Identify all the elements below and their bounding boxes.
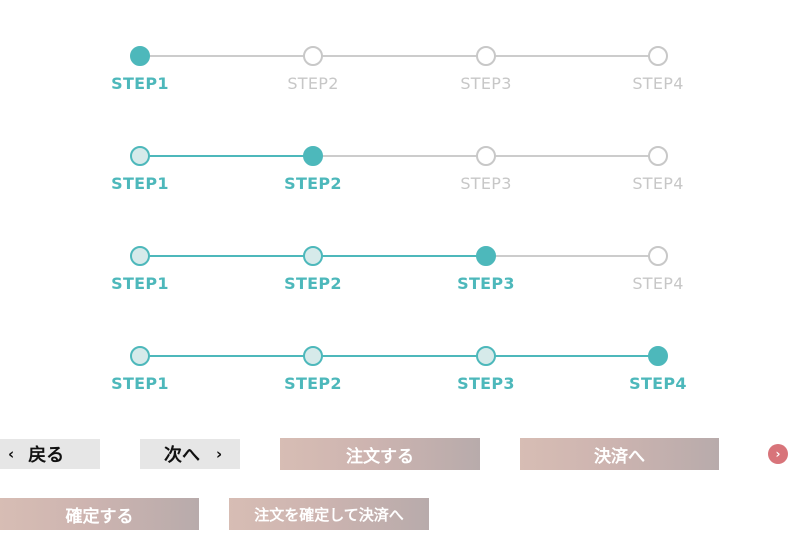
step-indicator-pending (303, 46, 323, 66)
step-indicator-current (648, 346, 668, 366)
step-indicator-pending (476, 146, 496, 166)
confirm-order-pay-button-label: 注文を確定して決済へ (254, 505, 404, 524)
order-button-label: 注文する (346, 446, 414, 467)
step-label: STEP3 (460, 74, 512, 93)
step-label: STEP3 (460, 174, 512, 193)
step-indicator-completed (476, 346, 496, 366)
step-label: STEP4 (629, 374, 687, 393)
confirm-button-label: 確定する (65, 506, 134, 527)
stepper-connector-line (140, 55, 313, 57)
step-indicator-current (130, 46, 150, 66)
step-indicator-current (303, 146, 323, 166)
confirm-order-pay-button[interactable]: 注文を確定して決済へ (229, 498, 429, 530)
step-label: STEP3 (457, 374, 515, 393)
step-label: STEP2 (284, 374, 342, 393)
confirm-button[interactable]: 確定する (0, 498, 199, 530)
stepper-1: STEP1 STEP2 STEP3 STEP4 (0, 42, 800, 102)
stepper-connector-line (313, 255, 486, 257)
step-label: STEP1 (111, 74, 169, 93)
step-indicator-completed (130, 346, 150, 366)
stepper-connector-line (313, 55, 486, 57)
step-indicator-completed (130, 246, 150, 266)
step-indicator-pending (648, 146, 668, 166)
to-payment-button-label: 決済へ (594, 446, 645, 467)
step-indicator-pending (648, 46, 668, 66)
stepper-connector-line (313, 355, 486, 357)
step-indicator-pending (648, 246, 668, 266)
stepper-connector-line (140, 355, 313, 357)
stepper-4: STEP1 STEP2 STEP3 STEP4 (0, 342, 800, 402)
stepper-connector-line (313, 155, 486, 157)
step-indicator-completed (303, 346, 323, 366)
next-button[interactable]: 次へ › (140, 439, 240, 469)
step-label: STEP2 (284, 174, 342, 193)
back-button[interactable]: ‹ 戻る (0, 439, 100, 469)
step-indicator-pending (476, 46, 496, 66)
stepper-connector-line (486, 155, 658, 157)
step-label: STEP2 (287, 74, 339, 93)
stepper-3: STEP1 STEP2 STEP3 STEP4 (0, 242, 800, 302)
step-label: STEP4 (632, 74, 684, 93)
chevron-left-icon: ‹ (8, 445, 15, 463)
chevron-right-icon: › (775, 447, 781, 461)
step-label: STEP1 (111, 374, 169, 393)
chevron-right-icon: › (216, 445, 223, 463)
step-indicator-completed (303, 246, 323, 266)
step-label: STEP4 (632, 274, 684, 293)
stepper-connector-line (140, 155, 313, 157)
back-button-label: 戻る (28, 445, 65, 466)
next-circle-button[interactable]: › (768, 444, 788, 464)
step-label: STEP3 (457, 274, 515, 293)
step-indicator-completed (130, 146, 150, 166)
next-button-label: 次へ (164, 445, 200, 466)
stepper-connector-line (486, 255, 658, 257)
stepper-2: STEP1 STEP2 STEP3 STEP4 (0, 142, 800, 202)
order-button[interactable]: 注文する (280, 438, 480, 470)
stepper-connector-line (486, 55, 658, 57)
stepper-connector-line (486, 355, 658, 357)
to-payment-button[interactable]: 決済へ (520, 438, 719, 470)
stepper-connector-line (140, 255, 313, 257)
step-label: STEP1 (111, 174, 169, 193)
step-label: STEP2 (284, 274, 342, 293)
step-label: STEP4 (632, 174, 684, 193)
step-indicator-current (476, 246, 496, 266)
step-label: STEP1 (111, 274, 169, 293)
